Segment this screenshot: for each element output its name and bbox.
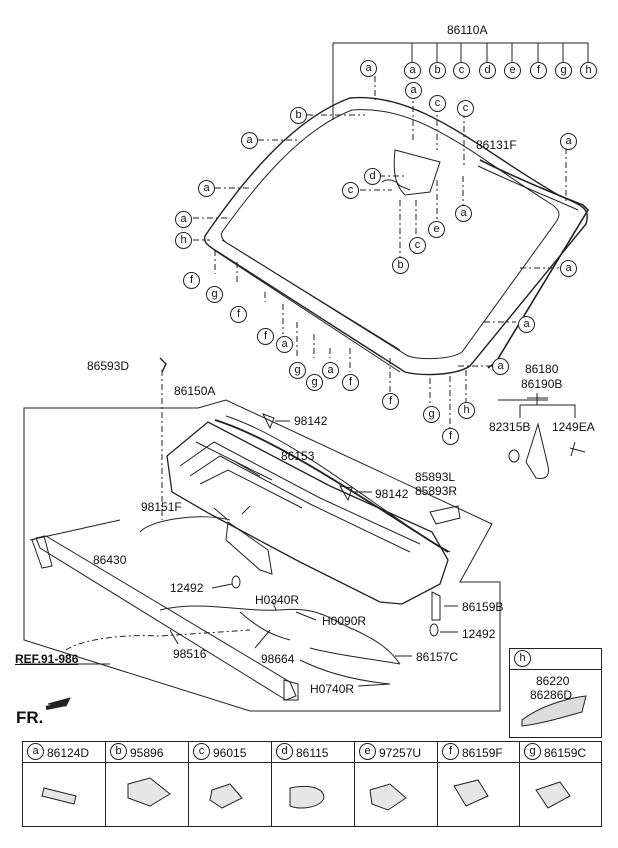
legend-code: 96015: [213, 746, 247, 760]
callout-a: a: [560, 260, 577, 277]
callout-a: a: [405, 82, 422, 99]
cowl-panel: [166, 421, 449, 605]
strip-86430: [35, 535, 297, 701]
legend-code: 95896: [130, 746, 164, 760]
callout-f: f: [183, 272, 200, 289]
part-98664: 98664: [261, 652, 295, 666]
callout-h: h: [175, 232, 192, 249]
callout-a: a: [404, 62, 421, 79]
reference-link[interactable]: REF.91-986: [15, 652, 79, 666]
legend-letter: f: [442, 743, 459, 760]
detail-h-code1: 86220: [536, 674, 570, 688]
callout-a: a: [276, 336, 293, 353]
detail-h-header: h: [510, 649, 601, 670]
callout-b: b: [429, 62, 446, 79]
callout-d: d: [479, 62, 496, 79]
callout-a: a: [175, 211, 192, 228]
part-98516: 98516: [173, 647, 207, 661]
legend-code: 86115: [296, 746, 329, 760]
part-86157C: 86157C: [416, 650, 459, 664]
legend-letter: b: [110, 743, 127, 760]
legend-letter: e: [359, 743, 376, 760]
part-98142-lower: 98142: [375, 487, 409, 501]
part-86190B: 86190B: [521, 377, 563, 391]
callout-g: g: [289, 362, 306, 379]
legend-code: 86124D: [47, 746, 90, 760]
part-86110A: 86110A: [447, 23, 488, 37]
part-82315B: 82315B: [489, 420, 531, 434]
part-H0090R: H0090R: [322, 614, 367, 628]
part-12492-left: 12492: [170, 581, 204, 595]
part-98151F: 98151F: [141, 500, 182, 514]
callout-a: a: [492, 358, 509, 375]
part-86593D: 86593D: [87, 359, 130, 373]
callout-c: c: [409, 237, 426, 254]
callout-f: f: [442, 428, 459, 445]
detail-h-code2: 86286D: [530, 688, 573, 702]
callout-f: f: [530, 62, 547, 79]
callout-g: g: [555, 62, 572, 79]
callout-a: a: [322, 362, 339, 379]
callout-a: a: [518, 316, 535, 333]
detail-h-letter: h: [514, 650, 531, 667]
callout-a: a: [455, 205, 472, 222]
part-86180: 86180: [525, 362, 559, 376]
part-86150A: 86150A: [174, 384, 216, 398]
legend-code: 86159C: [544, 746, 587, 760]
callout-g: g: [206, 286, 223, 303]
front-indicator: FR.: [16, 708, 44, 727]
part-85893R: 85893R: [415, 484, 458, 498]
callout-b: b: [392, 257, 409, 274]
callout-h: h: [580, 62, 597, 79]
legend-letter: d: [276, 743, 293, 760]
detail-h-box: h 86220 86286D: [509, 648, 602, 738]
callout-e: e: [428, 221, 445, 238]
part-86153: 86153: [281, 449, 315, 463]
legend-code: 97257U: [379, 746, 422, 760]
part-86159B: 86159B: [462, 600, 504, 614]
part-1249EA: 1249EA: [552, 420, 595, 434]
callout-g: g: [423, 406, 440, 423]
part-98142-upper: 98142: [294, 414, 328, 428]
callout-f: f: [382, 393, 399, 410]
legend-letter: c: [193, 743, 210, 760]
part-H0740R: H0740R: [310, 682, 355, 696]
part-86430: 86430: [93, 553, 127, 567]
legend-code: 86159F: [462, 746, 503, 760]
callout-c: c: [457, 100, 474, 117]
callout-c: c: [342, 182, 359, 199]
callout-h: h: [458, 402, 475, 419]
callout-c: c: [453, 62, 470, 79]
callout-a: a: [360, 60, 377, 77]
part-12492-right: 12492: [462, 627, 496, 641]
callout-a: a: [560, 133, 577, 150]
callout-a: a: [198, 180, 215, 197]
callout-f: f: [230, 306, 247, 323]
part-85893L: 85893L: [415, 470, 456, 484]
part-86131F: 86131F: [476, 138, 517, 152]
legend-letter: g: [524, 743, 541, 760]
legend-letter: a: [27, 743, 44, 760]
callout-e: e: [504, 62, 521, 79]
callout-f: f: [342, 374, 359, 391]
callout-f: f: [257, 328, 274, 345]
callout-a: a: [241, 132, 258, 149]
callout-d: d: [364, 168, 381, 185]
callout-g: g: [306, 374, 323, 391]
callout-b: b: [290, 107, 307, 124]
part-H0340R: H0340R: [255, 593, 300, 607]
callout-c: c: [429, 95, 446, 112]
